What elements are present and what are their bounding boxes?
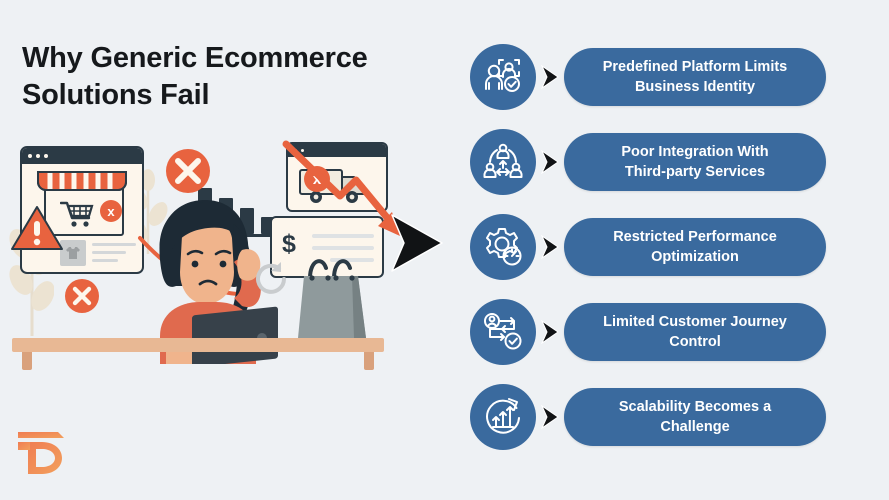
reason-label-line-1: Predefined Platform Limits: [602, 59, 788, 75]
customer-journey-flow-icon[interactable]: [470, 299, 536, 365]
cart-error-badge-label: x: [107, 203, 115, 219]
triangle-arrow-glyph: [540, 150, 559, 174]
desk-leg: [364, 352, 374, 370]
invoice-line: [330, 258, 374, 262]
triangle-arrow-glyph: [540, 235, 559, 259]
brand-logo[interactable]: [14, 424, 72, 480]
reason-row-2: Poor Integration With Third-party Servic…: [470, 126, 826, 198]
reason-label-line-2: Optimization: [651, 249, 739, 265]
triangle-arrow-glyph: [540, 65, 559, 89]
browser-dot-icon: [44, 154, 48, 158]
row-arrow-icon: [536, 405, 564, 429]
reason-label-line-2: Control: [669, 334, 721, 350]
page-title-line-2: Solutions Fail: [22, 79, 210, 112]
reason-row-3: Restricted Performance Optimization: [470, 211, 826, 283]
reason-pill-1[interactable]: Predefined Platform Limits Business Iden…: [564, 48, 826, 106]
reason-pill-3[interactable]: Restricted Performance Optimization: [564, 218, 826, 276]
t-shirt-icon: [66, 247, 80, 259]
page-title-line-1: Why Generic Ecommerce: [22, 42, 368, 74]
row-arrow-icon: [536, 320, 564, 344]
browser-dot-icon: [28, 154, 32, 158]
page-title: Why Generic Ecommerce Solutions Fail: [22, 40, 442, 114]
error-badge-left: [65, 279, 99, 313]
user-identity-icon[interactable]: [470, 44, 536, 110]
network-integration-glyph: [483, 143, 523, 178]
growth-scalability-glyph: [486, 398, 520, 434]
triangle-arrow-glyph: [540, 320, 559, 344]
reason-label-line-2: Business Identity: [634, 79, 756, 95]
reason-label-line-2: Third-party Services: [624, 164, 766, 180]
declining-trend-arrow: [282, 140, 400, 236]
gear-gauge-glyph: [486, 228, 522, 266]
truck-error-badge-label: x: [312, 170, 322, 188]
browser-dot-icon: [300, 148, 304, 153]
reason-pill-2[interactable]: Poor Integration With Third-party Servic…: [564, 133, 826, 191]
product-text-lines: [92, 243, 136, 267]
frustrated-shopper-illustration: x: [8, 138, 400, 370]
shopping-bag-icon: [298, 259, 366, 338]
shop-awning: [37, 171, 127, 191]
reason-pill-4[interactable]: Limited Customer Journey Control: [564, 303, 826, 361]
desk-leg: [22, 352, 32, 370]
user-identity-glyph: [485, 59, 520, 92]
browser-dot-icon: [36, 154, 40, 158]
dollar-sign-label: $: [282, 230, 296, 258]
reason-row-1: Predefined Platform Limits Business Iden…: [470, 41, 826, 113]
desk-surface: [12, 338, 384, 352]
error-badge-top: [166, 149, 210, 193]
network-integration-icon[interactable]: [470, 129, 536, 195]
reason-pill-5[interactable]: Scalability Becomes a Challenge: [564, 388, 826, 446]
invoice-line: [312, 246, 374, 250]
t-shirt-product-card: [60, 240, 86, 266]
reason-row-4: Limited Customer Journey Control: [470, 296, 826, 368]
cart-error-badge: x: [100, 200, 122, 222]
shopping-cart-icon: [60, 201, 94, 227]
growth-scalability-icon[interactable]: [470, 384, 536, 450]
row-arrow-icon: [536, 235, 564, 259]
storefront-browser-window: x: [20, 146, 144, 274]
reason-label-line-1: Scalability Becomes a: [618, 399, 772, 415]
reason-label-line-2: Challenge: [660, 419, 730, 435]
row-arrow-icon: [536, 65, 564, 89]
big-right-arrow: [391, 214, 443, 272]
text-line: [92, 259, 119, 262]
reason-label-line-1: Restricted Performance: [613, 229, 777, 245]
warning-triangle-icon: [11, 206, 63, 250]
row-arrow-icon: [536, 150, 564, 174]
customer-journey-glyph: [484, 313, 522, 350]
triangle-arrow-glyph: [540, 405, 559, 429]
text-line: [92, 251, 127, 254]
refresh-arrow-icon: [256, 262, 286, 294]
reason-label-line-1: Limited Customer Journey: [603, 314, 787, 330]
reason-row-5: Scalability Becomes a Challenge: [470, 381, 826, 453]
text-line: [92, 243, 136, 246]
invoice-line: [312, 234, 374, 238]
browser-title-bar: [22, 148, 142, 164]
gear-gauge-performance-icon[interactable]: [470, 214, 536, 280]
reason-label-line-1: Poor Integration With: [621, 144, 769, 160]
